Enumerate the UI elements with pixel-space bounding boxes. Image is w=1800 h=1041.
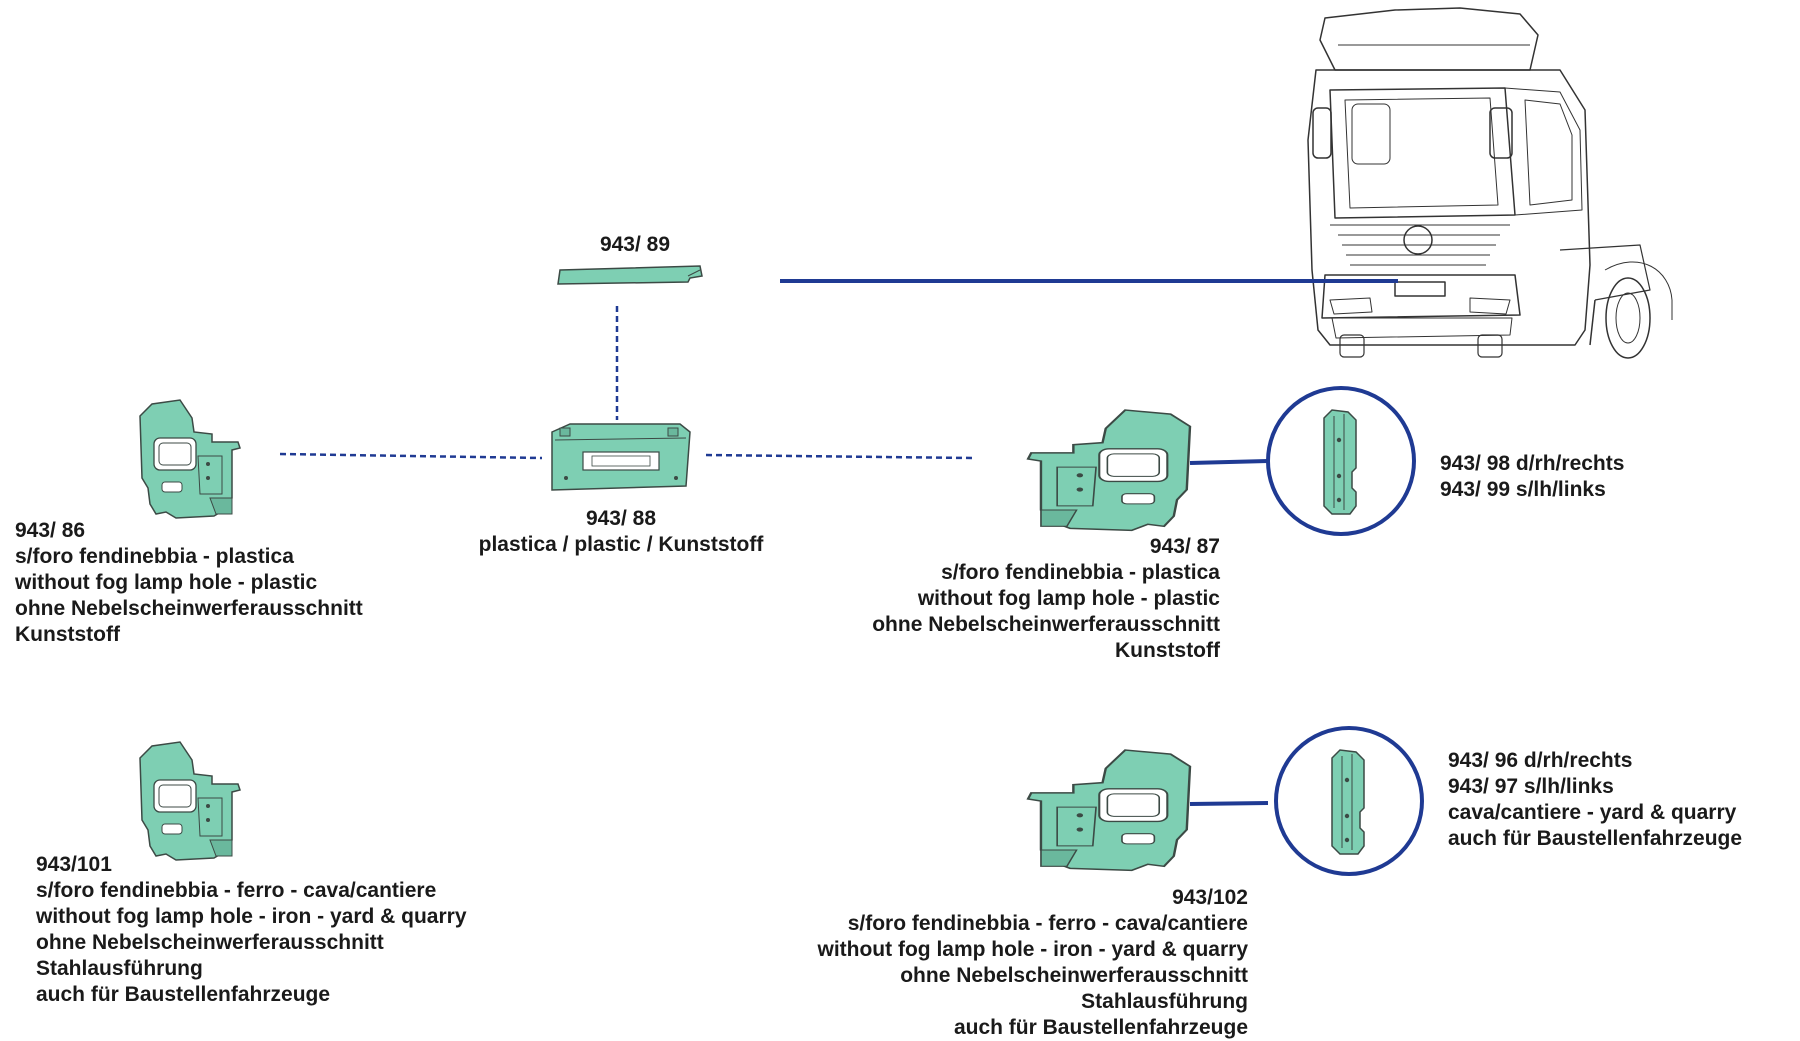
- part-description: cava/cantiere - yard & quarry: [1448, 801, 1737, 824]
- part-description: 943/ 98 d/rh/rechts: [1440, 452, 1625, 475]
- part-description: Kunststoff: [1115, 639, 1220, 662]
- part-943-87-right-bracket: [1026, 408, 1192, 532]
- part-code: 943/101: [36, 853, 112, 876]
- part-description: s/foro fendinebbia - ferro - cava/cantie…: [847, 912, 1248, 935]
- label-943-101: 943/101 s/foro fendinebbia - ferro - cav…: [36, 852, 467, 1008]
- part-description: Kunststoff: [15, 623, 120, 646]
- label-943-89: 943/ 89: [580, 232, 690, 258]
- part-description: ohne Nebelscheinwerferausschnitt: [900, 964, 1248, 987]
- part-code: 943/ 87: [1149, 535, 1220, 558]
- part-description: auch für Baustellenfahrzeuge: [36, 983, 331, 1006]
- part-description: 943/ 96 d/rh/rechts: [1448, 749, 1633, 772]
- part-description: without fog lamp hole - plastic: [15, 571, 318, 594]
- part-description: 943/ 97 s/lh/links: [1448, 775, 1614, 798]
- part-description: Stahlausführung: [36, 957, 203, 980]
- part-description: Stahlausführung: [1081, 990, 1248, 1013]
- part-description: plastica / plastic / Kunststoff: [478, 533, 764, 556]
- detail-circle-943-98: [1266, 386, 1416, 536]
- part-943-102-right-bracket-iron: [1026, 748, 1192, 872]
- part-code: 943/ 88: [585, 507, 657, 530]
- label-943-86: 943/ 86 s/foro fendinebbia - plastica wi…: [15, 518, 363, 648]
- part-description: ohne Nebelscheinwerferausschnitt: [872, 613, 1220, 636]
- part-code: 943/102: [1172, 886, 1248, 909]
- label-943-87: 943/ 87 s/foro fendinebbia - plastica wi…: [760, 534, 1220, 664]
- label-943-102: 943/102 s/foro fendinebbia - ferro - cav…: [700, 885, 1248, 1041]
- part-description: auch für Baustellenfahrzeuge: [953, 1016, 1248, 1039]
- part-943-88-center-frame: [551, 423, 691, 491]
- part-description: without fog lamp hole - plastic: [917, 587, 1220, 610]
- label-943-98: 943/ 98 d/rh/rechts 943/ 99 s/lh/links: [1440, 451, 1624, 503]
- part-description: without fog lamp hole - iron - yard & qu…: [817, 938, 1248, 961]
- part-943-101-left-bracket-iron: [139, 741, 241, 861]
- part-description: ohne Nebelscheinwerferausschnitt: [15, 597, 363, 620]
- connector-lines: [279, 279, 1398, 806]
- part-943-89-cover: [557, 265, 703, 285]
- part-description: s/foro fendinebbia - plastica: [941, 561, 1220, 584]
- detail-circle-943-96: [1274, 726, 1424, 876]
- part-description: ohne Nebelscheinwerferausschnitt: [36, 931, 384, 954]
- part-description: 943/ 99 s/lh/links: [1440, 478, 1606, 501]
- label-943-88: 943/ 88 plastica / plastic / Kunststoff: [451, 506, 791, 558]
- part-description: s/foro fendinebbia - ferro - cava/cantie…: [36, 879, 437, 902]
- truck-illustration: [1307, 7, 1673, 359]
- part-code: 943/ 86: [15, 519, 86, 542]
- part-943-86-left-bracket: [139, 399, 241, 519]
- part-code: 943/ 89: [599, 233, 671, 256]
- part-description: auch für Baustellenfahrzeuge: [1448, 827, 1743, 850]
- part-description: without fog lamp hole - iron - yard & qu…: [36, 905, 467, 928]
- label-943-96: 943/ 96 d/rh/rechts 943/ 97 s/lh/links c…: [1448, 748, 1742, 852]
- part-description: s/foro fendinebbia - plastica: [15, 545, 294, 568]
